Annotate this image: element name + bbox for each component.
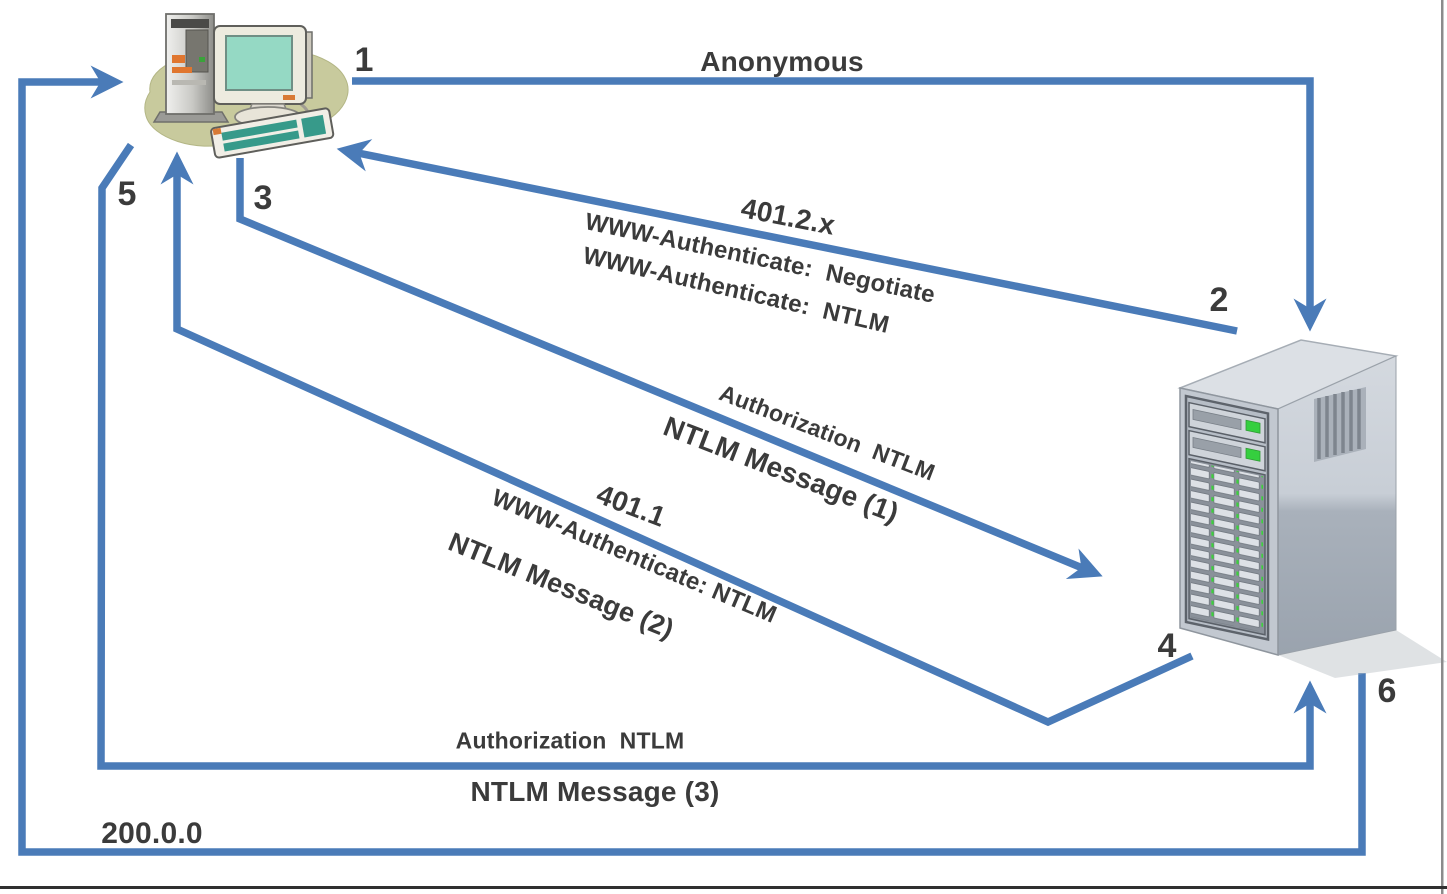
arrow-step-3 <box>236 158 1103 580</box>
arrow-step-5 <box>97 142 1327 770</box>
step-2-number: 2 <box>1209 281 1229 319</box>
flow-arrows <box>18 65 1366 856</box>
image-right-border <box>1441 0 1444 894</box>
image-bottom-border <box>0 886 1447 889</box>
arrow-step-4 <box>160 151 1194 727</box>
step-6-label-status: 200.0.0 <box>101 817 203 850</box>
step-5-label-authorization: Authorization NTLM <box>455 727 685 754</box>
step-6-number: 6 <box>1377 672 1397 710</box>
server-icon <box>1177 339 1447 678</box>
step-1-label-anonymous: Anonymous <box>700 46 864 77</box>
server-shadow <box>1278 630 1447 678</box>
step-3-number: 3 <box>253 179 273 217</box>
arrow-step-6 <box>18 65 1366 856</box>
arrow-step-2 <box>336 139 1238 335</box>
step-4-number: 4 <box>1157 627 1177 665</box>
step-5-label-message3: NTLM Message (3) <box>470 776 720 807</box>
step-1-number: 1 <box>354 41 374 79</box>
step-5-number: 5 <box>117 175 137 213</box>
arrow-step-1 <box>352 77 1327 332</box>
client-computer-icon <box>144 13 349 159</box>
